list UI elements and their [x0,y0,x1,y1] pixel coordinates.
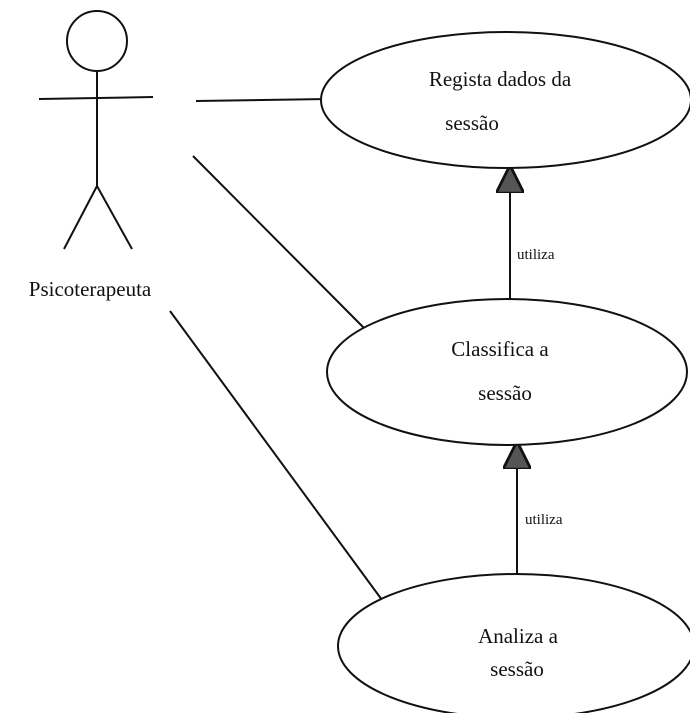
use-case-classificar-ellipse [326,298,688,446]
actor-head [66,10,128,72]
use-case-classificar-line1: Classifica a [451,337,549,361]
actor-right-leg [96,185,133,250]
association-classificar [192,155,365,329]
use-case-classificar: Classifica a sessão [326,298,688,446]
association-registar [195,98,329,102]
actor-arms [38,96,154,100]
utiliza-label-2: utiliza [525,512,563,528]
use-case-analisar-line2: sessão [490,657,544,681]
use-case-registar-line1: Regista dados da [429,67,572,91]
use-case-analisar: Analiza a sessão [337,573,690,713]
actor-label: Psicoterapeuta [29,277,152,301]
actor-figure [38,10,154,250]
association-analisar [169,310,383,601]
use-case-registar-ellipse [320,31,690,169]
use-case-analisar-ellipse [337,573,690,713]
use-case-registar-line2: sessão [445,111,499,135]
use-case-registar: Regista dados da sessão [320,31,690,169]
actor-left-leg [63,185,98,250]
use-case-analisar-line1: Analiza a [478,624,559,648]
use-case-classificar-line2: sessão [478,381,532,405]
utiliza-label-1: utiliza [517,247,555,263]
